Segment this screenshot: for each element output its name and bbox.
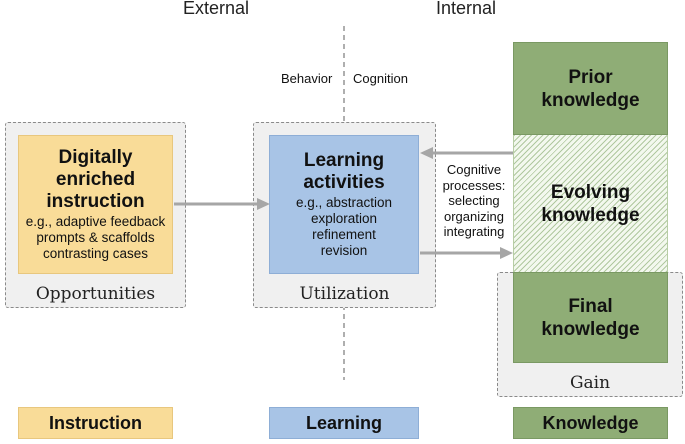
final-knowledge-line-1: Final — [568, 295, 613, 317]
legend-learning: Learning — [269, 407, 419, 439]
instruction-title-1: Digitally — [58, 147, 133, 168]
final-knowledge-line-2: knowledge — [541, 318, 640, 340]
instruction-title-3: instruction — [46, 191, 145, 212]
learning-activities-box: Learning activities e.g., abstraction ex… — [269, 135, 419, 274]
cognitive-line-2: processes: — [442, 177, 506, 193]
gain-label: Gain — [569, 373, 611, 393]
instruction-title-2: enriched — [55, 169, 136, 190]
opportunities-label: Opportunities — [35, 284, 156, 304]
learning-detail-3: refinement — [312, 227, 376, 242]
learning-detail-1: e.g., abstraction — [295, 195, 393, 210]
cognition-label: Cognition — [353, 71, 408, 86]
prior-knowledge-box: Prior knowledge — [513, 42, 668, 135]
header-external: External — [183, 0, 250, 18]
instruction-detail-2: prompts & scaffolds — [36, 230, 155, 245]
instruction-detail-1: e.g., adaptive feedback — [25, 214, 166, 229]
instruction-box: Digitally enriched instruction e.g., ada… — [18, 135, 173, 274]
prior-knowledge-line-1: Prior — [568, 66, 613, 88]
learning-detail-4: revision — [320, 243, 368, 258]
cognitive-line-5: integrating — [443, 224, 505, 239]
final-knowledge-box: Final knowledge — [513, 272, 668, 363]
header-internal: Internal — [436, 0, 497, 18]
cognitive-processes-text: Cognitive processes: selecting organizin… — [436, 162, 512, 240]
cognitive-line-1: Cognitive — [446, 162, 502, 177]
prior-knowledge-line-2: knowledge — [541, 89, 640, 111]
legend-instruction: Instruction — [18, 407, 173, 439]
evolving-knowledge-line-1: Evolving — [550, 181, 631, 203]
evolving-knowledge-line-2: knowledge — [541, 204, 640, 226]
learning-title-1: Learning — [303, 150, 385, 171]
cognitive-line-4: organizing — [444, 208, 504, 224]
behavior-label: Behavior — [281, 71, 333, 86]
instruction-detail-3: contrasting cases — [42, 246, 149, 261]
learning-detail-2: exploration — [310, 211, 378, 226]
cognitive-line-3: selecting — [448, 193, 500, 208]
learning-title-2: activities — [303, 172, 385, 193]
legend-knowledge: Knowledge — [513, 407, 668, 439]
utilization-label: Utilization — [299, 284, 390, 304]
evolving-knowledge-box: Evolving knowledge — [513, 135, 668, 272]
